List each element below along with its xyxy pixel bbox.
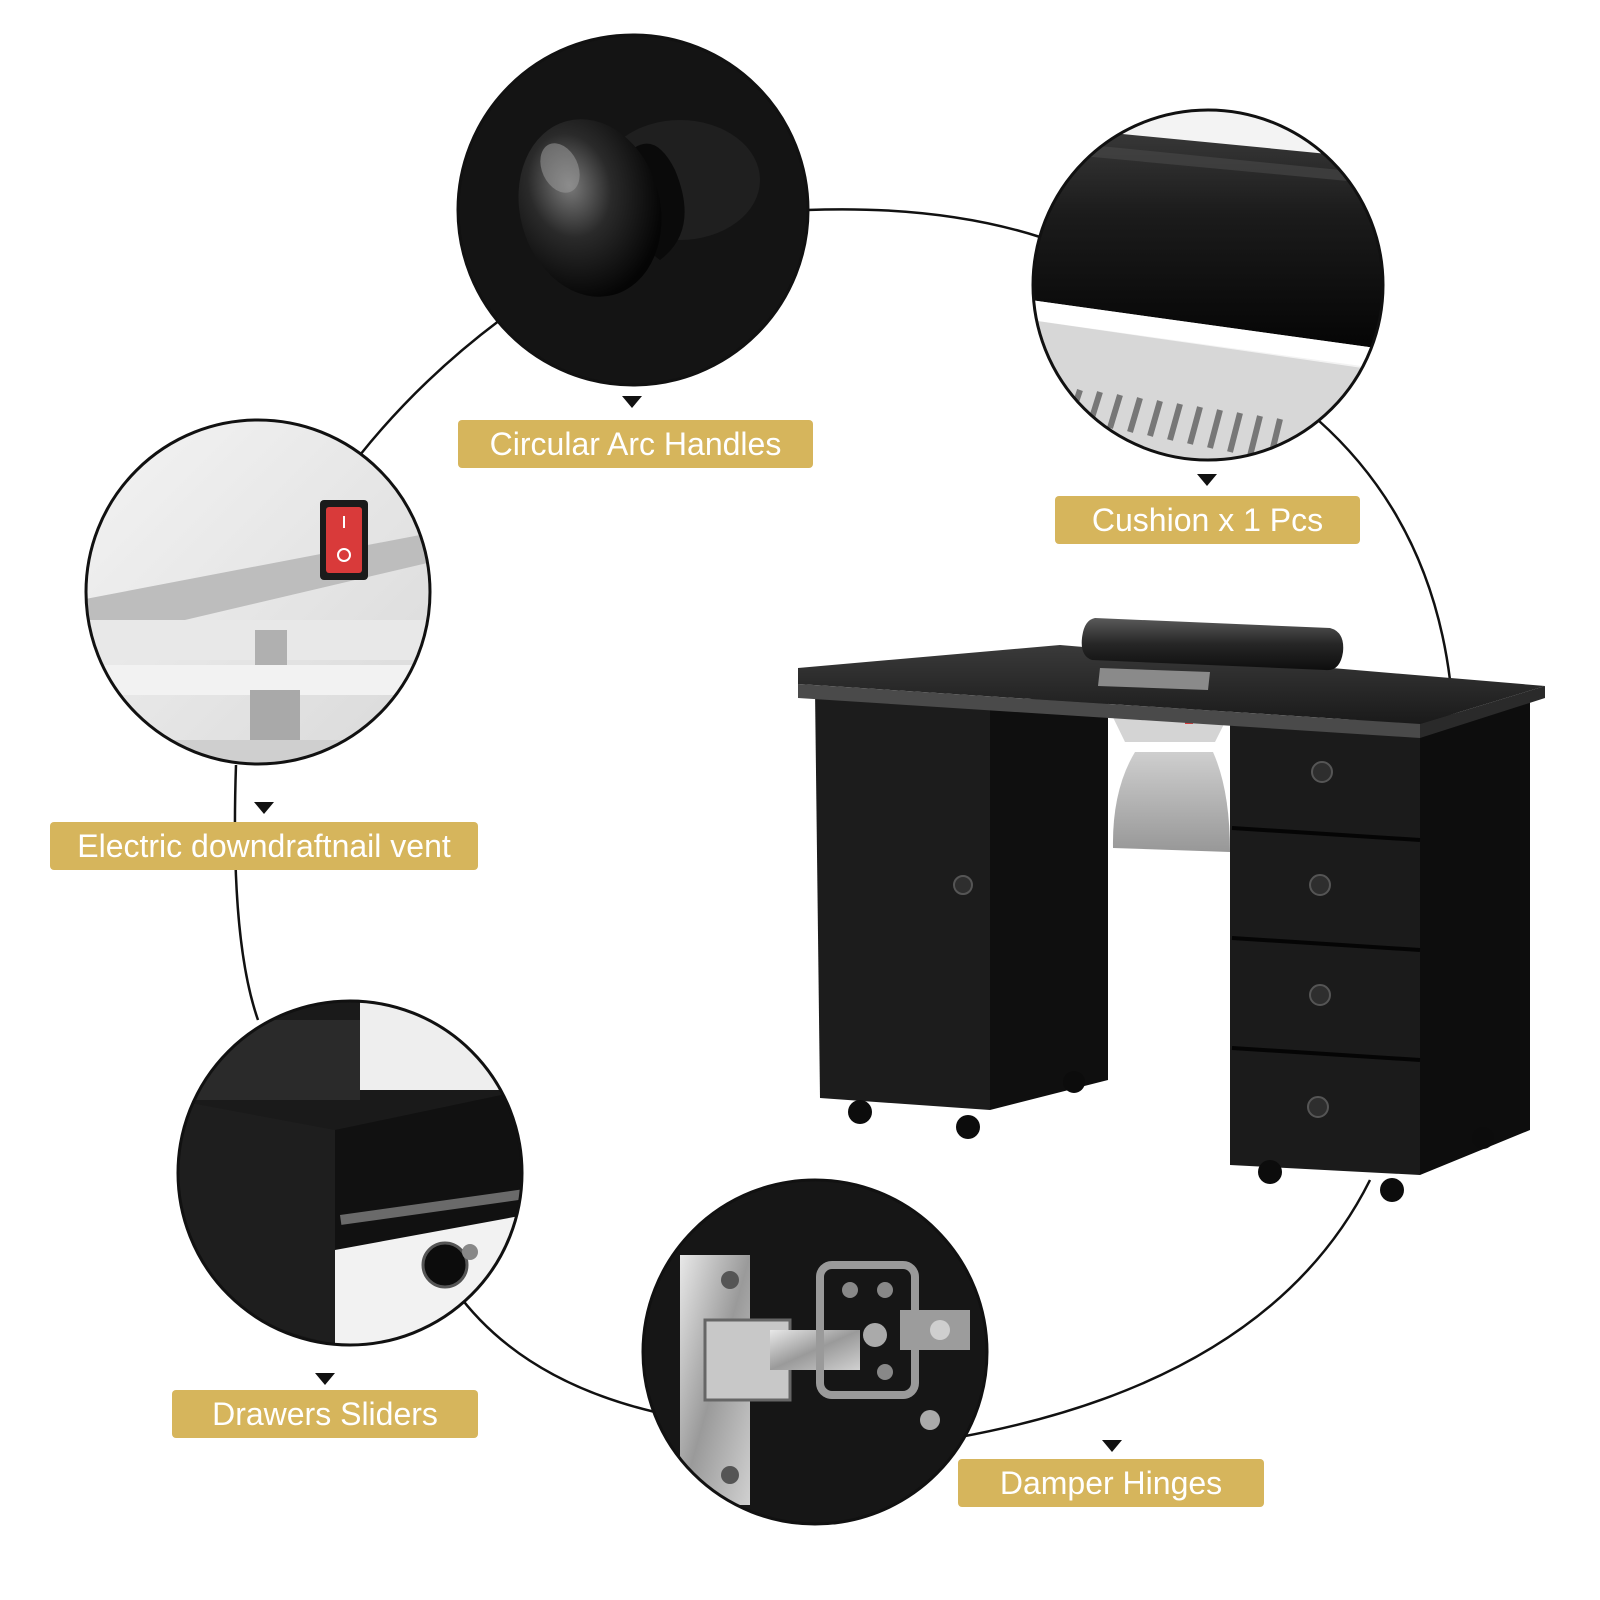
label-cushion: Cushion x 1 Pcs	[1055, 496, 1360, 544]
switch-icon	[84, 418, 432, 766]
knob-icon	[456, 33, 810, 387]
cushion-pointer	[1197, 474, 1217, 486]
connector-arcs	[233, 208, 1452, 1439]
label-electric-vent: Electric downdraftnail vent	[50, 822, 478, 870]
manicure-desk	[798, 618, 1545, 1202]
handles-pointer	[622, 396, 642, 408]
label-circular-arc-handles: Circular Arc Handles	[458, 420, 813, 468]
hinges-pointer	[1102, 1440, 1122, 1452]
label-damper-hinges: Damper Hinges	[958, 1459, 1264, 1507]
hinge-icon	[641, 1178, 989, 1526]
label-drawers-sliders: Drawers Sliders	[172, 1390, 478, 1438]
slider-icon	[176, 999, 524, 1347]
cushion-icon	[1031, 108, 1385, 462]
vent-pointer	[254, 802, 274, 814]
sliders-pointer	[315, 1373, 335, 1385]
